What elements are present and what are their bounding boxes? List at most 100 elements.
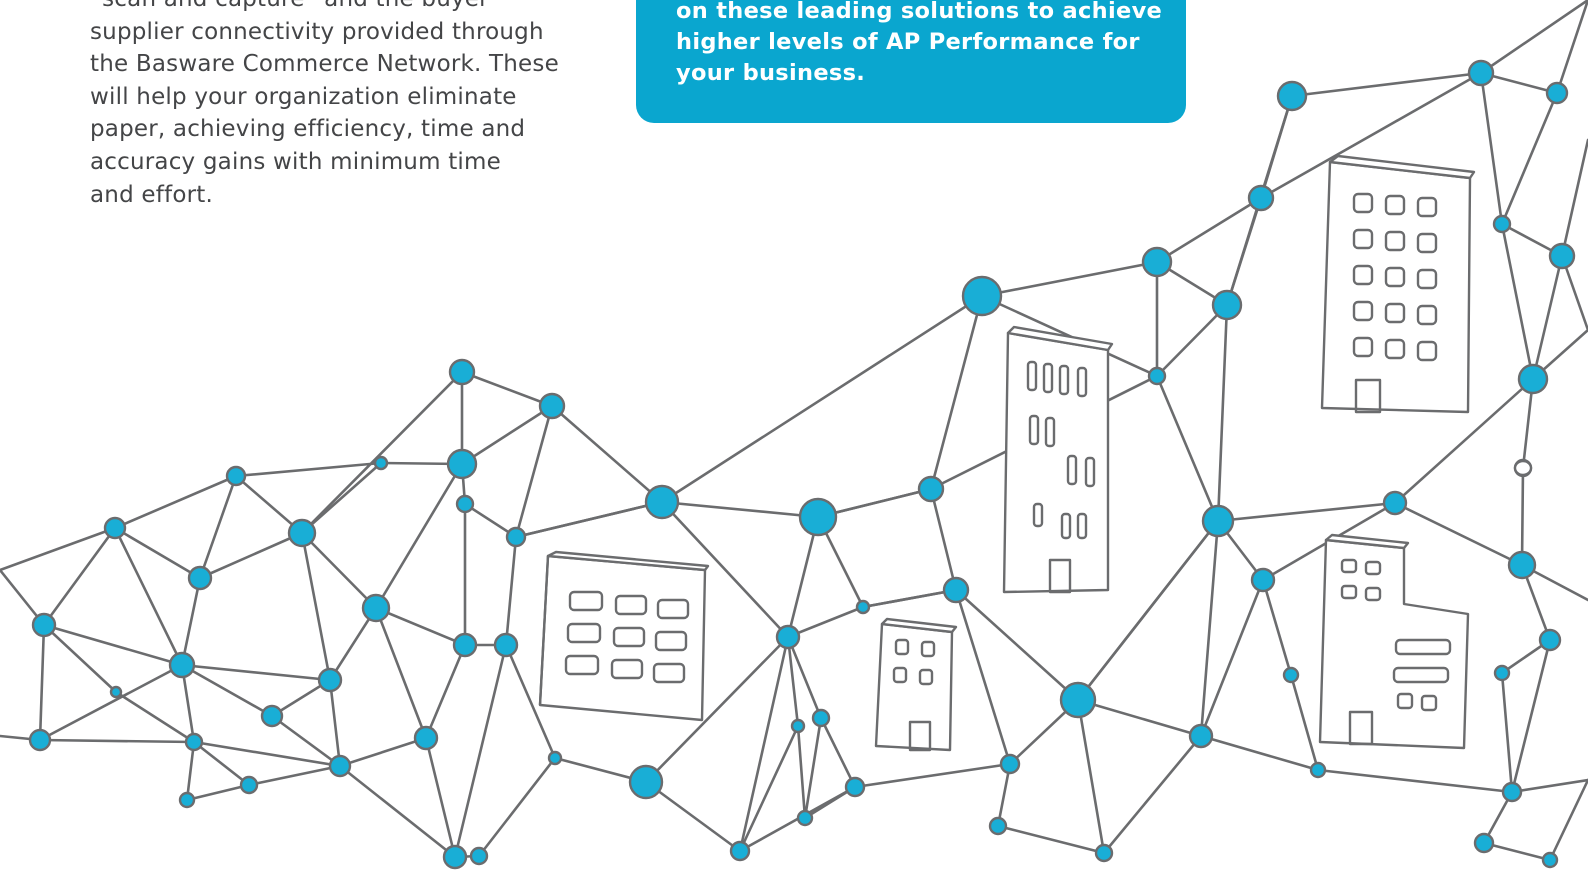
network-edge — [460, 370, 554, 408]
network-node-icon — [644, 484, 680, 520]
network-node-icon — [413, 725, 439, 751]
network-node-icon — [1548, 242, 1576, 270]
network-nodes — [28, 59, 1576, 870]
network-node-icon — [798, 497, 838, 537]
network-edge — [786, 515, 820, 639]
network-edge — [1479, 71, 1504, 226]
network-edge — [1520, 466, 1525, 567]
network-edge — [374, 606, 467, 647]
network-node-icon — [790, 718, 806, 734]
network-edge — [185, 740, 196, 802]
network-edge — [453, 643, 508, 859]
network-edge — [1076, 698, 1106, 855]
network-edge — [803, 716, 823, 820]
network-node-icon — [239, 775, 259, 795]
callout-line: your business. — [676, 60, 866, 86]
network-node-icon — [538, 392, 566, 420]
network-edge — [113, 526, 202, 580]
network-node-icon — [628, 764, 664, 800]
network-node-icon — [1201, 504, 1235, 538]
body-line: and effort. — [90, 181, 213, 208]
network-node-icon — [225, 465, 247, 487]
network-edge — [114, 690, 196, 744]
network-edge — [1500, 222, 1535, 381]
network-node-icon — [446, 448, 478, 480]
network-node-icon — [328, 754, 352, 778]
network-edge — [38, 623, 46, 742]
network-node-icon — [361, 593, 391, 623]
network-node-icon — [452, 632, 478, 658]
network-edge — [954, 588, 1080, 702]
network-edge — [1393, 501, 1524, 567]
network-edge — [1316, 768, 1514, 794]
network-node-icon — [469, 846, 489, 866]
network-edge — [185, 783, 251, 802]
network-edge — [853, 762, 1012, 789]
network-edge — [338, 736, 428, 768]
network-node-icon — [187, 565, 213, 591]
network-edge — [234, 474, 304, 535]
network-edge — [929, 487, 958, 592]
network-node-icon — [988, 816, 1008, 836]
network-node-icon — [31, 612, 57, 638]
network-node-icon — [448, 358, 476, 386]
network-node-icon — [1211, 289, 1243, 321]
network-edge — [374, 462, 464, 610]
network-edge — [1076, 698, 1203, 738]
building-icon — [538, 550, 710, 722]
network-node-icon — [811, 708, 831, 728]
network-node-icon — [1188, 723, 1214, 749]
callout-line: on these leading solutions to achieve — [676, 0, 1163, 24]
network-node-icon — [168, 651, 196, 679]
network-node-icon — [855, 599, 871, 615]
network-edge — [42, 623, 118, 694]
network-node-icon — [796, 809, 814, 827]
network-edge — [1555, 0, 1588, 95]
network-edge — [796, 724, 807, 820]
body-paragraph: “scan and capture” and the buyer supplie… — [90, 0, 580, 211]
network-node-icon — [1250, 567, 1276, 593]
network-node-icon — [1141, 246, 1173, 278]
network-edge — [192, 740, 251, 787]
network-edge — [954, 588, 1012, 766]
network-edge — [1289, 673, 1320, 772]
network-node-icon — [373, 455, 389, 471]
network-node-icon — [1492, 214, 1512, 234]
network-node-icon — [999, 753, 1021, 775]
network-edge — [1199, 578, 1265, 738]
body-line: “scan and capture” and the buyer — [90, 0, 580, 16]
network-edge — [1199, 734, 1320, 772]
network-edge — [1076, 519, 1220, 702]
network-edge — [996, 762, 1012, 828]
network-edge — [816, 487, 933, 519]
network-edge — [1548, 778, 1588, 862]
network-node-icon — [1467, 59, 1495, 87]
network-edge — [1216, 303, 1229, 523]
network-edge — [1482, 841, 1552, 862]
network-node-icon — [942, 576, 970, 604]
network-edge — [786, 635, 823, 720]
network-node-icon — [1507, 550, 1537, 580]
network-node-icon — [1276, 80, 1308, 112]
network-edge — [1393, 377, 1535, 505]
network-node-icon — [184, 732, 204, 752]
body-line: accuracy gains with minimum time — [90, 148, 501, 175]
building-icon — [874, 617, 958, 752]
network-edge — [786, 605, 865, 639]
network-edge — [198, 474, 238, 580]
network-edge — [328, 606, 378, 682]
network-edge — [996, 824, 1106, 855]
network-node-icon — [317, 667, 343, 693]
callout-box: on these leading solutions to achieve hi… — [636, 0, 1186, 123]
network-edge — [504, 643, 557, 760]
network-edge — [424, 736, 457, 859]
network-edge — [477, 756, 557, 858]
network-node-icon — [1513, 459, 1533, 477]
network-edge — [1155, 374, 1220, 523]
network-edge — [328, 678, 342, 768]
network-node-icon — [1493, 664, 1511, 682]
network-edge — [1199, 519, 1220, 738]
network-edge — [374, 606, 428, 740]
network-node-icon — [1094, 843, 1114, 863]
